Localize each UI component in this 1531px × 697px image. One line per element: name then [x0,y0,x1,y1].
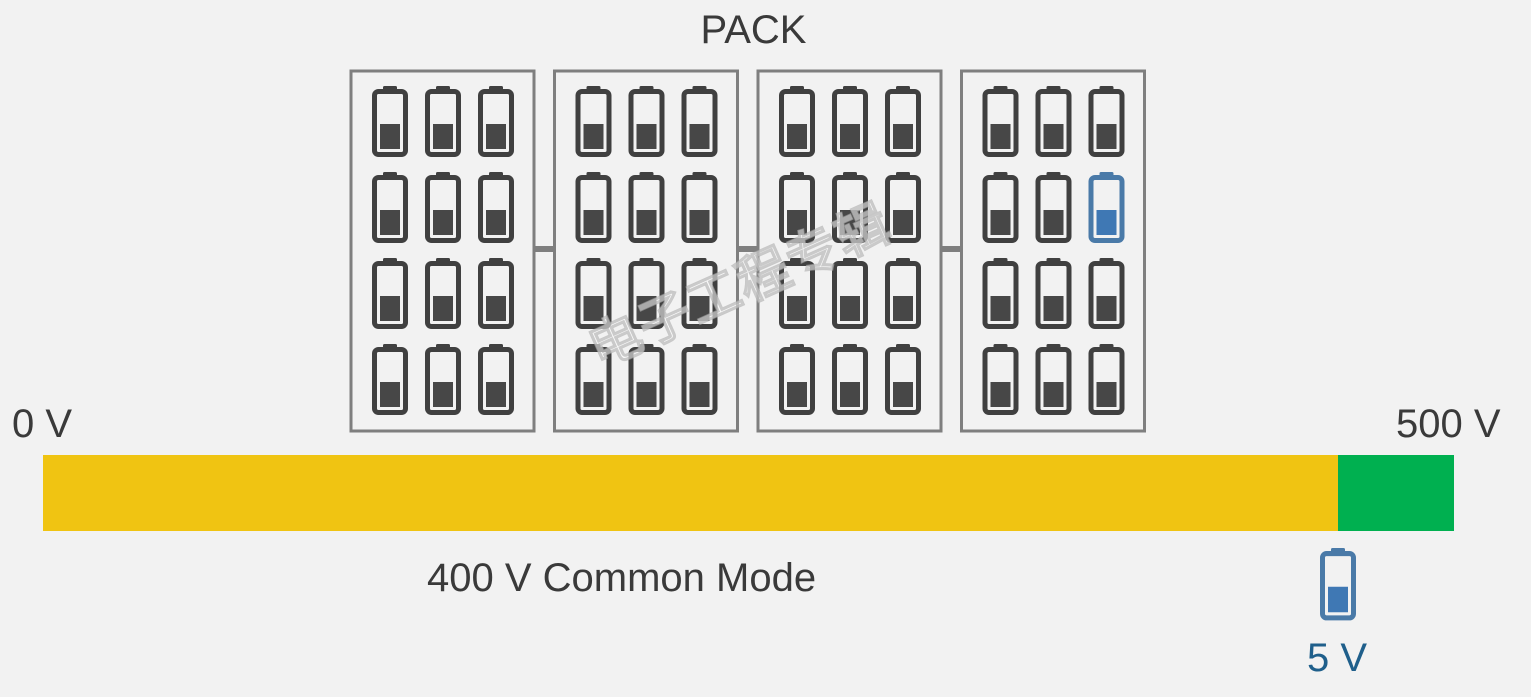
battery-cell-icon [982,344,1019,415]
battery-cell-icon [832,172,868,243]
battery-cell-icon [885,172,921,243]
battery-pack-diagram [349,69,1146,433]
voltage-scale-bar [43,455,1454,531]
single-cell-glyph [1320,548,1356,621]
battery-cell-icon [478,86,514,157]
battery-cell-icon [372,258,408,329]
battery-cell-icon [1035,172,1072,243]
battery-cell-icon [1035,258,1072,329]
battery-cell-icon [425,172,461,243]
battery-cell-icon [478,172,514,243]
scale-max-label: 500 V [1396,402,1501,446]
battery-cell-icon [779,86,815,157]
battery-cell-icon [832,86,868,157]
battery-cell-icon [575,172,612,243]
battery-cell-icon [372,86,408,157]
cell-voltage-segment [1338,455,1454,531]
battery-cell-icon [982,86,1019,157]
battery-cell-icon [681,86,718,157]
battery-cell-icon [628,258,665,329]
battery-cell-icon [425,258,461,329]
battery-cell-icon [372,344,408,415]
battery-module-1 [349,69,536,433]
battery-cell-icon [425,86,461,157]
battery-cell-icon [478,344,514,415]
battery-cell-icon [779,344,815,415]
battery-cell-icon [779,172,815,243]
battery-cell-icon [575,86,612,157]
battery-cell-icon [628,86,665,157]
battery-cell-icon [832,258,868,329]
battery-cell-icon [628,344,665,415]
battery-cell-icon [1035,344,1072,415]
battery-cell-icon [982,258,1019,329]
battery-cell-icon [1088,344,1125,415]
battery-cell-icon [885,86,921,157]
battery-cell-icon [885,344,921,415]
battery-module-3 [756,69,943,433]
single-cell-battery-icon [1320,548,1356,621]
battery-cell-icon [681,172,718,243]
battery-cell-icon [1088,86,1125,157]
common-mode-segment [43,455,1339,531]
battery-cell-icon [681,258,718,329]
battery-module-2 [553,69,739,433]
battery-cell-icon [575,344,612,415]
battery-module-4 [960,69,1146,433]
battery-cell-icon [1035,86,1072,157]
battery-cell-icon [628,172,665,243]
battery-cell-icon [1088,258,1125,329]
battery-cell-icon [832,344,868,415]
battery-cell-icon [982,172,1019,243]
battery-cell-icon [779,258,815,329]
common-mode-label: 400 V Common Mode [427,556,817,600]
battery-cell-icon [372,172,408,243]
highlighted-cell-icon [1088,172,1125,243]
cell-voltage-label: 5 V [1307,636,1368,680]
battery-cell-icon [478,258,514,329]
pack-title: PACK [700,8,807,52]
battery-cell-icon [681,344,718,415]
scale-min-label: 0 V [12,402,73,446]
battery-cell-icon [575,258,612,329]
battery-cell-icon [885,258,921,329]
battery-cell-icon [425,344,461,415]
